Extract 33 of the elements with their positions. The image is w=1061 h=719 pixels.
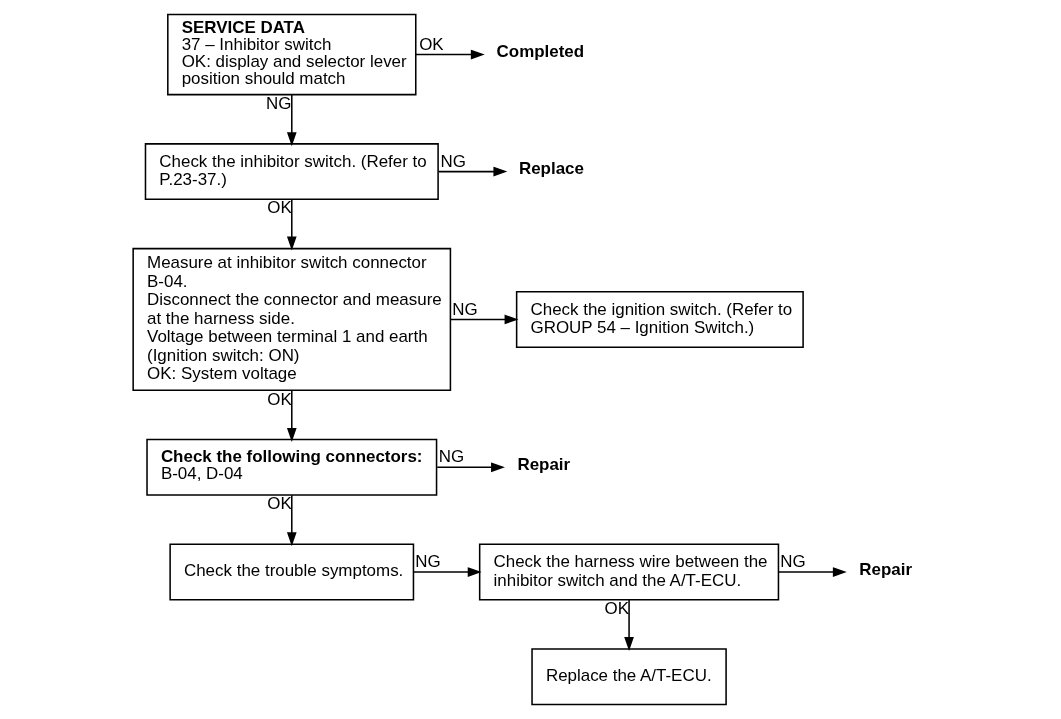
- node-box: Check the ignition switch. (Refer to GROUP 54 – Ignition Switch.): [515, 290, 804, 348]
- node-text: Replace: [518, 159, 584, 179]
- arrow: [412, 567, 482, 577]
- edge-label: OK: [267, 494, 292, 514]
- node-box: Replace the A/T-ECU.: [531, 648, 727, 706]
- arrow: [286, 94, 297, 147]
- arrow: [624, 599, 634, 651]
- node-text: Completed: [496, 42, 585, 62]
- node-box: Check the following connectors: B-04, D-04: [146, 438, 438, 496]
- node-box: Check the trouble symptoms.: [169, 543, 415, 601]
- edge-label: NG: [452, 299, 478, 319]
- node-text: Repair: [517, 455, 571, 475]
- arrow: [437, 166, 508, 177]
- edge-label: NG: [438, 447, 465, 467]
- arrow: [777, 567, 847, 577]
- node-text: Repair: [859, 559, 913, 579]
- arrow: [449, 314, 519, 325]
- edge-label: NG: [265, 94, 292, 114]
- arrow: [286, 389, 297, 442]
- edge-label: NG: [440, 151, 467, 171]
- node-box: SERVICE DATA 37 – Inhibitor switch OK: display and selector lever position should match: [167, 13, 417, 96]
- node-box: Check the harness wire between the inhibitor switch and the A/T-ECU.: [478, 543, 780, 601]
- edge-label: OK: [419, 34, 444, 54]
- arrow: [436, 462, 505, 473]
- arrow: [286, 198, 297, 251]
- node-box: Measure at inhibitor switch connector B-04. Disconnect the connector and measure at the harness side. Voltage between terminal 1 and earth (Ignition switch: ON) OK: System voltage: [132, 247, 452, 392]
- edge-label: NG: [415, 552, 441, 572]
- edge-label: OK: [267, 389, 292, 409]
- edge-label: NG: [780, 552, 806, 572]
- edge-label: OK: [267, 198, 292, 218]
- arrow: [286, 494, 297, 547]
- arrow: [415, 49, 485, 60]
- node-box: Check the inhibitor switch. (Refer to P.23-37.): [144, 143, 439, 201]
